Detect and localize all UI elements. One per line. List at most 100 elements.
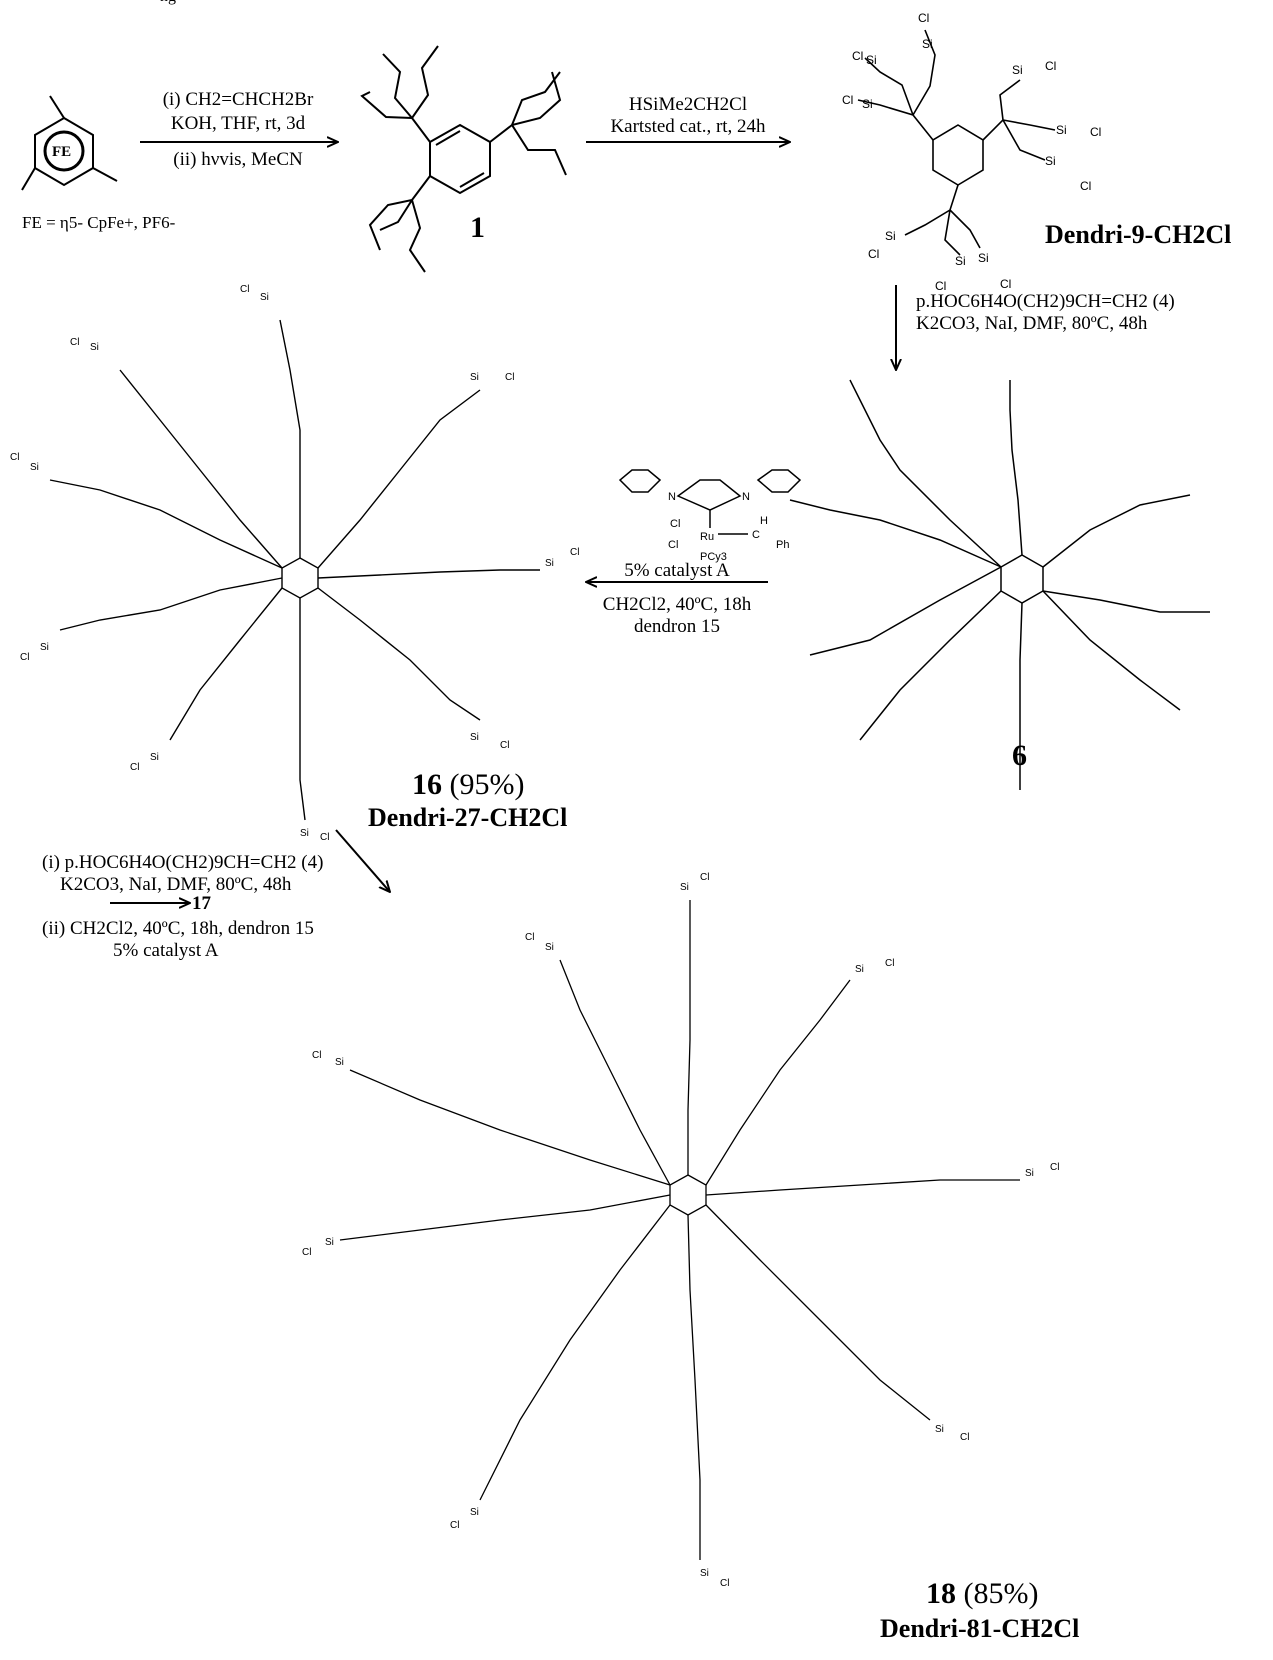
svg-text:Cl: Cl — [918, 11, 929, 25]
svg-text:Si: Si — [885, 229, 896, 243]
step-4-catalyst: 5% catalyst A — [624, 560, 730, 581]
svg-text:Cl: Cl — [1080, 179, 1091, 193]
svg-text:Si: Si — [150, 752, 159, 763]
svg-text:PCy3: PCy3 — [700, 551, 727, 563]
fe-definition: FE = η5- CpFe+, PF6- — [22, 213, 176, 232]
svg-text:Cl: Cl — [720, 1578, 729, 1589]
svg-text:Cl: Cl — [240, 284, 249, 295]
svg-text:Si: Si — [545, 942, 554, 953]
svg-text:Si: Si — [680, 882, 689, 893]
svg-text:Si: Si — [862, 97, 873, 111]
step-5-condition-c: (ii) CH2Cl2, 40ºC, 18h, dendron 15 — [42, 918, 314, 939]
svg-text:Cl: Cl — [700, 872, 709, 883]
fe-ring-label: FE — [52, 144, 72, 160]
svg-text:Cl: Cl — [570, 547, 579, 558]
svg-text:Cl: Cl — [668, 539, 678, 551]
svg-text:Si: Si — [1012, 63, 1023, 77]
compound-6-structure — [789, 379, 1210, 790]
svg-text:N: N — [742, 491, 750, 503]
svg-text:Cl: Cl — [525, 932, 534, 943]
svg-text:Cl: Cl — [960, 1432, 969, 1443]
fe-complex-structure — [21, 95, 118, 191]
reaction-arrows — [110, 142, 896, 903]
step-5-condition-d: 5% catalyst A — [113, 940, 219, 961]
step-5-condition-b: K2CO3, NaI, DMF, 80ºC, 48h — [60, 874, 292, 895]
svg-text:Cl: Cl — [885, 958, 894, 969]
compound-18-yield: (85%) — [963, 1577, 1039, 1610]
svg-text:Si: Si — [978, 251, 989, 265]
svg-text:Si: Si — [700, 1568, 709, 1579]
compound-16-label: 16 (95%) — [412, 769, 524, 801]
svg-text:Si: Si — [90, 342, 99, 353]
compound-16-yield: (95%) — [449, 768, 525, 801]
svg-text:Cl: Cl — [1045, 59, 1056, 73]
compound-6-number: 6 — [1012, 739, 1027, 772]
step-4-conditions: CH2Cl2, 40ºC, 18h — [602, 594, 752, 615]
svg-text:C: C — [752, 529, 760, 541]
svg-text:Cl: Cl — [302, 1247, 311, 1258]
svg-text:Cl: Cl — [450, 1520, 459, 1531]
svg-text:Ph: Ph — [776, 539, 789, 551]
svg-text:Si: Si — [922, 37, 933, 51]
dendri-9-name: Dendri-9-CH2Cl — [1045, 220, 1232, 249]
svg-text:Si: Si — [855, 964, 864, 975]
dendri-27-structure — [49, 319, 540, 821]
svg-text:Si: Si — [545, 558, 554, 569]
svg-text:Cl: Cl — [670, 518, 680, 530]
svg-text:Si: Si — [40, 642, 49, 653]
step-3-condition-b: K2CO3, NaI, DMF, 80ºC, 48h — [916, 313, 1148, 334]
svg-text:H: H — [760, 515, 768, 527]
arrow-step-5 — [335, 829, 390, 892]
compound-1-structure — [360, 45, 567, 273]
svg-text:Cl: Cl — [852, 49, 863, 63]
svg-text:Cl: Cl — [320, 832, 329, 843]
svg-text:Cl: Cl — [10, 452, 19, 463]
step-1-condition-c: (ii) hνvis, MeCN — [173, 149, 303, 170]
compound-16-number: 16 — [412, 768, 442, 801]
step-4-dendron: dendron 15 — [633, 616, 720, 637]
dendri-81-name: Dendri-81-CH2Cl — [880, 1614, 1080, 1643]
svg-text:Cl: Cl — [20, 652, 29, 663]
step-3-condition-a: p.HOC6H4O(CH2)9CH=CH2 (4) — [916, 291, 1175, 312]
svg-text:Cl: Cl — [935, 279, 946, 293]
svg-text:Si: Si — [30, 462, 39, 473]
svg-text:Si: Si — [1056, 123, 1067, 137]
step-5-intermediate: 17 — [192, 893, 211, 914]
svg-text:Ru: Ru — [700, 531, 714, 543]
svg-text:Si: Si — [325, 1237, 334, 1248]
svg-text:Si: Si — [260, 292, 269, 303]
svg-text:Cl: Cl — [130, 762, 139, 773]
svg-text:Si: Si — [935, 1424, 944, 1435]
svg-text:Si: Si — [470, 732, 479, 743]
step-5-condition-a: (i) p.HOC6H4O(CH2)9CH=CH2 (4) — [42, 852, 324, 873]
compound-18-label: 18 (85%) — [926, 1578, 1038, 1610]
svg-text:Cl: Cl — [500, 740, 509, 751]
step-2-condition-a: HSiMe2CH2Cl — [628, 94, 748, 115]
compound-1-number: 1 — [470, 211, 485, 244]
catalyst-a-structure — [618, 469, 802, 535]
svg-text:Cl: Cl — [868, 247, 879, 261]
svg-text:Si: Si — [955, 254, 966, 268]
svg-text:Cl: Cl — [312, 1050, 321, 1061]
dendri-27-name: Dendri-27-CH2Cl — [368, 803, 568, 832]
svg-text:Si: Si — [866, 53, 877, 67]
svg-text:Cl: Cl — [505, 372, 514, 383]
svg-text:Si: Si — [335, 1057, 344, 1068]
dendri-81-structure — [339, 900, 1020, 1560]
svg-text:Cl: Cl — [70, 337, 79, 348]
svg-text:Si: Si — [1025, 1168, 1034, 1179]
caption-fragment: ng — [160, 0, 176, 6]
step-1-condition-a: (i) CH2=CHCH2Br — [162, 89, 314, 110]
svg-text:Cl: Cl — [1090, 125, 1101, 139]
dendri-9-structure — [857, 29, 1056, 256]
svg-text:Cl: Cl — [842, 93, 853, 107]
svg-text:Si: Si — [470, 1507, 479, 1518]
svg-text:Si: Si — [470, 372, 479, 383]
svg-text:Cl: Cl — [1000, 277, 1011, 291]
compound-18-number: 18 — [926, 1577, 956, 1610]
